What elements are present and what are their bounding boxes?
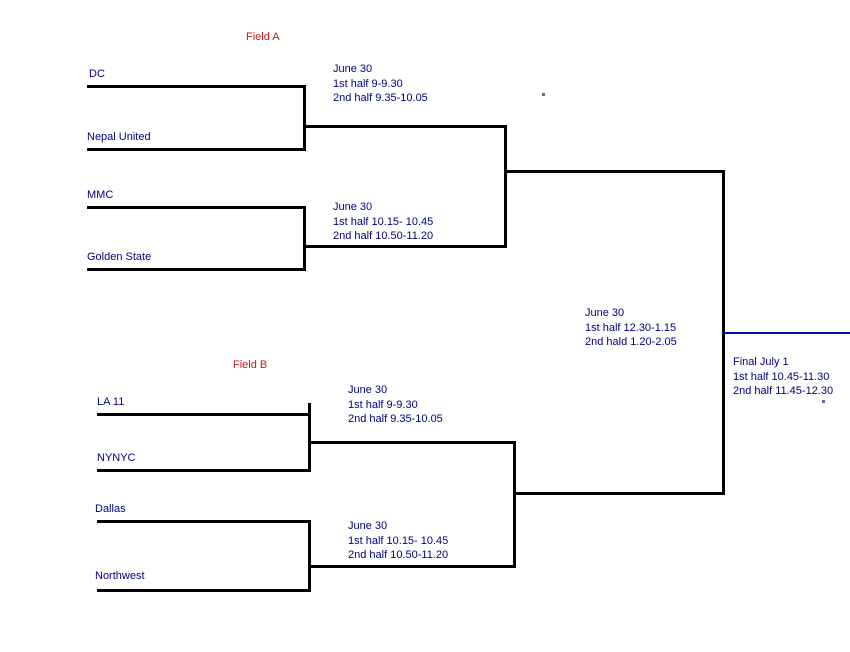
match-first-half: 1st half 9-9.30 [333, 77, 403, 90]
bracket-connector-b-qf2 [308, 520, 311, 592]
bracket-connector-semifinal-a [504, 125, 507, 248]
match-info-a-qf1: June 30 1st half 9-9.30 2nd half 9.35-10… [333, 62, 428, 106]
team-label-dallas: Dallas [95, 503, 126, 515]
match-info-semifinal: June 30 1st half 12.30-1.15 2nd hald 1.2… [585, 306, 677, 350]
bracket-advance-a-qf1 [303, 125, 507, 128]
bracket-advance-b-qf2 [308, 565, 516, 568]
match-second-half: 2nd hald 1.20-2.05 [585, 336, 677, 349]
match-date: June 30 [348, 384, 388, 396]
bracket-connector-a-qf1 [303, 85, 306, 151]
bracket-connector-semifinal-b [513, 441, 516, 568]
bracket-advance-a-qf2 [303, 245, 507, 248]
team-label-golden-state: Golden State [87, 251, 152, 263]
bracket-line-golden-state [87, 268, 306, 271]
match-info-a-qf2: June 30 1st half 10.15- 10.45 2nd half 1… [333, 200, 433, 244]
match-first-half: 1st half 10.15- 10.45 [348, 534, 449, 547]
team-label-la11: LA 11 [97, 396, 125, 408]
bracket-line-dallas [97, 520, 311, 523]
match-info-final: Final July 1 1st half 10.45-11.30 2nd ha… [733, 355, 833, 399]
match-second-half: 2nd half 9.35-10.05 [348, 413, 443, 426]
match-date: Final July 1 [733, 356, 789, 368]
team-label-nynyc: NYNYC [97, 452, 136, 464]
match-first-half: 1st half 10.45-11.30 [733, 370, 830, 383]
bracket-line-nepal-united [87, 148, 306, 151]
match-second-half: 2nd half 10.50-11.20 [333, 230, 434, 243]
match-second-half: 2nd half 11.45-12.30 [733, 385, 834, 398]
bracket-line-nynyc [97, 469, 311, 472]
team-label-mmc: MMC [87, 189, 114, 201]
field-a-title: Field A [246, 31, 280, 43]
match-date: June 30 [333, 63, 373, 75]
bracket-line-mmc [87, 206, 306, 209]
image-artifact-dot [542, 93, 545, 96]
match-info-b-qf1: June 30 1st half 9-9.30 2nd half 9.35-10… [348, 383, 443, 427]
match-date: June 30 [585, 307, 625, 319]
bracket-connector-b-qf1 [308, 403, 311, 469]
bracket-advance-b-qf1 [308, 441, 516, 444]
match-first-half: 1st half 9-9.30 [348, 398, 418, 411]
match-first-half: 1st half 12.30-1.15 [585, 321, 677, 334]
bracket-connector-a-qf2 [303, 206, 306, 271]
bracket-advance-semifinal-a [504, 170, 725, 173]
bracket-line-la11 [97, 413, 311, 416]
team-label-nepal-united: Nepal United [87, 131, 151, 143]
image-artifact-dot [822, 400, 825, 403]
bracket-line-final [722, 332, 850, 334]
field-b-title: Field B [233, 359, 268, 371]
match-second-half: 2nd half 10.50-11.20 [348, 549, 449, 562]
team-label-northwest: Northwest [95, 570, 145, 582]
match-first-half: 1st half 10.15- 10.45 [333, 215, 434, 228]
bracket-line-dc [87, 85, 306, 88]
match-second-half: 2nd half 9.35-10.05 [333, 92, 428, 105]
bracket-advance-semifinal-b [513, 492, 725, 495]
match-date: June 30 [333, 201, 373, 213]
team-label-dc: DC [89, 68, 105, 80]
match-date: June 30 [348, 520, 388, 532]
bracket-line-northwest [97, 589, 311, 592]
match-info-b-qf2: June 30 1st half 10.15- 10.45 2nd half 1… [348, 519, 448, 563]
